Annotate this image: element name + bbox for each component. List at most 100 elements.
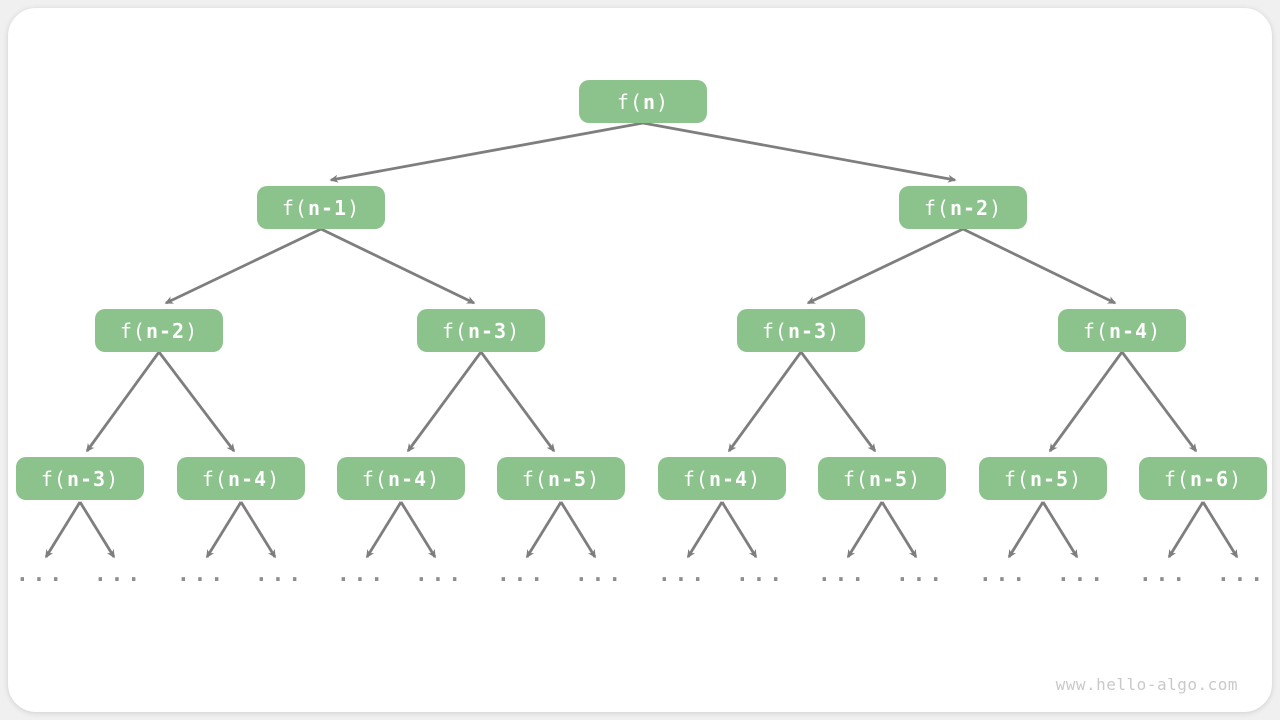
edges-level-3 [85,351,1198,453]
node-label-pre: f( [761,318,788,343]
tree-node-f-n-3: f(n-3) [16,457,144,500]
edge [157,351,236,453]
node-label-post: ) [267,466,281,491]
node-label-post: ) [1148,318,1162,343]
node-label-arg: n-2 [949,195,990,220]
node-label-pre: f( [119,318,146,343]
edge [880,501,918,559]
node-label-arg: n-4 [387,466,428,491]
tree-node-f-n-4: f(n-4) [658,457,786,500]
edge [1007,501,1045,559]
edge [727,351,803,453]
node-label-pre: f( [281,195,308,220]
edge [365,501,403,559]
node-label-pre: f( [521,466,548,491]
node-label-arg: n-4 [227,466,268,491]
tree-node-f-n-6: f(n-6) [1139,457,1267,500]
node-label-post: ) [908,466,922,491]
node-label-post: ) [656,89,670,114]
node-label-arg: n-4 [708,466,749,491]
edge [320,227,476,305]
node-label-post: ) [827,318,841,343]
node-label-pre: f( [1082,318,1109,343]
edge [406,351,483,453]
tree-node-f-n-4: f(n-4) [1058,309,1186,352]
tree-node-f-n: f(n) [579,80,707,123]
edge [479,351,556,453]
node-label-arg: n [643,89,657,114]
node-label-post: ) [587,466,601,491]
node-label-arg: n-1 [307,195,348,220]
tree-node-f-n-5: f(n-5) [979,457,1107,500]
ellipsis-leaf: ... [658,562,708,586]
edge [1201,501,1239,559]
tree-node-f-n-1: f(n-1) [257,186,385,229]
edge [559,501,597,559]
edge [1041,501,1079,559]
edge [1167,501,1205,559]
edge [1048,351,1124,453]
edge [239,501,277,559]
edge [806,227,964,305]
tree-node-f-n-5: f(n-5) [497,457,625,500]
ellipsis-leaf: ... [497,562,547,586]
edges-level-4 [44,501,1239,559]
ellipsis-leaf: ... [896,562,946,586]
ellipsis-leaf: ... [255,562,305,586]
node-label-post: ) [106,466,120,491]
figure-card [8,8,1272,712]
ellipsis-leaf: ... [818,562,868,586]
node-label-pre: f( [441,318,468,343]
edge [85,351,161,453]
node-label-pre: f( [361,466,388,491]
node-label-arg: n-5 [1029,466,1070,491]
node-label-pre: f( [842,466,869,491]
edge [962,227,1117,305]
ellipsis-leaf: ... [1217,562,1267,586]
edge [399,501,437,559]
edge [799,351,877,453]
node-label-pre: f( [1163,466,1190,491]
ellipsis-leaf: ... [979,562,1029,586]
node-label-post: ) [989,195,1003,220]
edge [205,501,243,559]
edge [329,121,644,183]
edge [720,501,758,559]
node-label-post: ) [748,466,762,491]
edge [78,501,116,559]
ellipsis-leaf: ... [337,562,387,586]
ellipsis-leaf: ... [415,562,465,586]
node-label-pre: f( [201,466,228,491]
edge [44,501,82,559]
tree-node-f-n-4: f(n-4) [177,457,305,500]
edge [525,501,563,559]
node-label-pre: f( [40,466,67,491]
node-label-post: ) [1069,466,1083,491]
edge [1120,351,1198,453]
node-label-arg: n-2 [145,318,186,343]
edge [642,121,957,183]
edge [686,501,724,559]
node-label-arg: n-4 [1108,318,1149,343]
node-label-arg: n-3 [787,318,828,343]
node-label-pre: f( [1003,466,1030,491]
node-label-post: ) [1229,466,1243,491]
tree-node-f-n-5: f(n-5) [818,457,946,500]
tree-node-f-n-3: f(n-3) [417,309,545,352]
node-label-pre: f( [923,195,950,220]
edges-level-2 [164,227,1117,305]
ellipsis-leaf: ... [16,562,66,586]
tree-node-f-n-2: f(n-2) [899,186,1027,229]
edge [846,501,884,559]
node-label-arg: n-3 [66,466,107,491]
tree-node-f-n-4: f(n-4) [337,457,465,500]
node-label-pre: f( [682,466,709,491]
node-label-post: ) [347,195,361,220]
node-label-post: ) [185,318,199,343]
ellipsis-leaf: ... [177,562,227,586]
node-label-pre: f( [616,89,643,114]
watermark: www.hello-algo.com [1055,675,1238,694]
node-label-arg: n-6 [1189,466,1230,491]
edge [164,227,322,305]
